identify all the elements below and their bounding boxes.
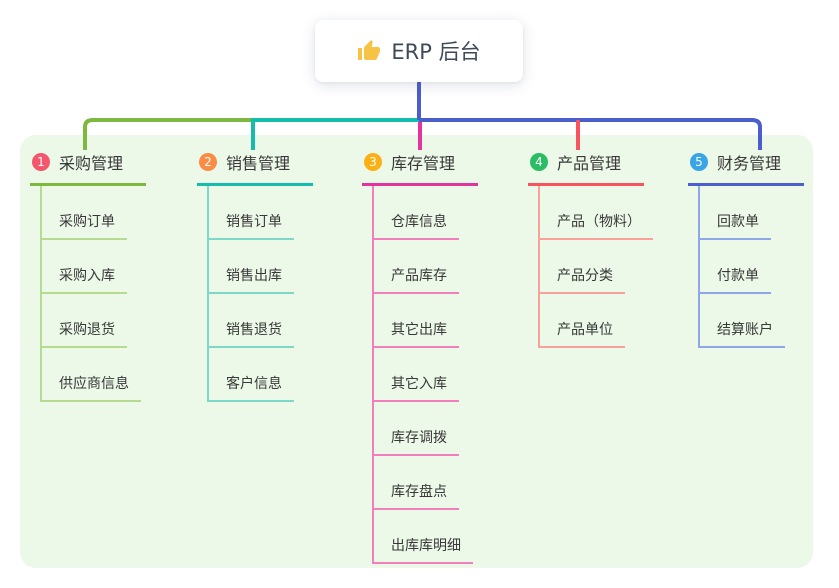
branch-5: 5 财务管理回款单付款单结算账户 — [688, 150, 804, 348]
thumbs-up-icon — [358, 40, 381, 60]
branch-4-child-1[interactable]: 产品（物料） — [540, 186, 653, 240]
branch-4: 4 产品管理产品（物料）产品分类产品单位 — [528, 150, 653, 348]
branch-3-child-2[interactable]: 产品库存 — [374, 240, 459, 294]
branch-4-number-badge: 4 — [530, 153, 548, 171]
branch-4-title[interactable]: 4 产品管理 — [528, 150, 644, 186]
branch-5-child-1[interactable]: 回款单 — [700, 186, 771, 240]
branch-3-title[interactable]: 3 库存管理 — [362, 150, 478, 186]
branch-2-children: 销售订单销售出库销售退货客户信息 — [207, 186, 294, 402]
branch-2-child-1[interactable]: 销售订单 — [209, 186, 294, 240]
branch-5-children: 回款单付款单结算账户 — [698, 186, 785, 348]
branch-3-child-4[interactable]: 其它入库 — [374, 348, 459, 402]
branch-1-child-4[interactable]: 供应商信息 — [42, 348, 141, 402]
branch-4-children: 产品（物料）产品分类产品单位 — [538, 186, 653, 348]
branch-1-number-badge: 1 — [32, 153, 50, 171]
branch-2-child-2[interactable]: 销售出库 — [209, 240, 294, 294]
branch-5-child-3[interactable]: 结算账户 — [700, 294, 785, 348]
branch-3-children: 仓库信息产品库存其它出库其它入库库存调拨库存盘点出库库明细 — [372, 186, 473, 564]
branch-5-child-2[interactable]: 付款单 — [700, 240, 771, 294]
branch-2-label: 销售管理 — [226, 154, 291, 173]
root-node[interactable]: ERP 后台 — [315, 20, 523, 82]
branch-4-label: 产品管理 — [557, 154, 622, 173]
branch-1-title[interactable]: 1 采购管理 — [30, 150, 146, 186]
branch-5-number-badge: 5 — [690, 153, 708, 171]
branch-3-child-5[interactable]: 库存调拨 — [374, 402, 459, 456]
branch-1-child-2[interactable]: 采购入库 — [42, 240, 127, 294]
branch-4-child-2[interactable]: 产品分类 — [540, 240, 625, 294]
branch-1-children: 采购订单采购入库采购退货供应商信息 — [40, 186, 141, 402]
branch-3-child-6[interactable]: 库存盘点 — [374, 456, 459, 510]
branch-1-child-1[interactable]: 采购订单 — [42, 186, 127, 240]
root-node-label: ERP 后台 — [391, 40, 481, 64]
branch-2-number-badge: 2 — [199, 153, 217, 171]
branch-3-label: 库存管理 — [391, 154, 456, 173]
branch-3-child-7[interactable]: 出库库明细 — [374, 510, 473, 564]
branch-3-number-badge: 3 — [364, 153, 382, 171]
branch-2-child-3[interactable]: 销售退货 — [209, 294, 294, 348]
branch-1-label: 采购管理 — [59, 154, 124, 173]
mindmap-panel — [20, 135, 813, 568]
branch-5-label: 财务管理 — [717, 154, 782, 173]
branch-4-child-3[interactable]: 产品单位 — [540, 294, 625, 348]
branch-2: 2 销售管理销售订单销售出库销售退货客户信息 — [197, 150, 313, 402]
branch-3-child-1[interactable]: 仓库信息 — [374, 186, 459, 240]
branch-2-child-4[interactable]: 客户信息 — [209, 348, 294, 402]
branch-3: 3 库存管理仓库信息产品库存其它出库其它入库库存调拨库存盘点出库库明细 — [362, 150, 478, 564]
branch-5-title[interactable]: 5 财务管理 — [688, 150, 804, 186]
branch-1: 1 采购管理采购订单采购入库采购退货供应商信息 — [30, 150, 146, 402]
branch-3-child-3[interactable]: 其它出库 — [374, 294, 459, 348]
branch-2-title[interactable]: 2 销售管理 — [197, 150, 313, 186]
branch-1-child-3[interactable]: 采购退货 — [42, 294, 127, 348]
